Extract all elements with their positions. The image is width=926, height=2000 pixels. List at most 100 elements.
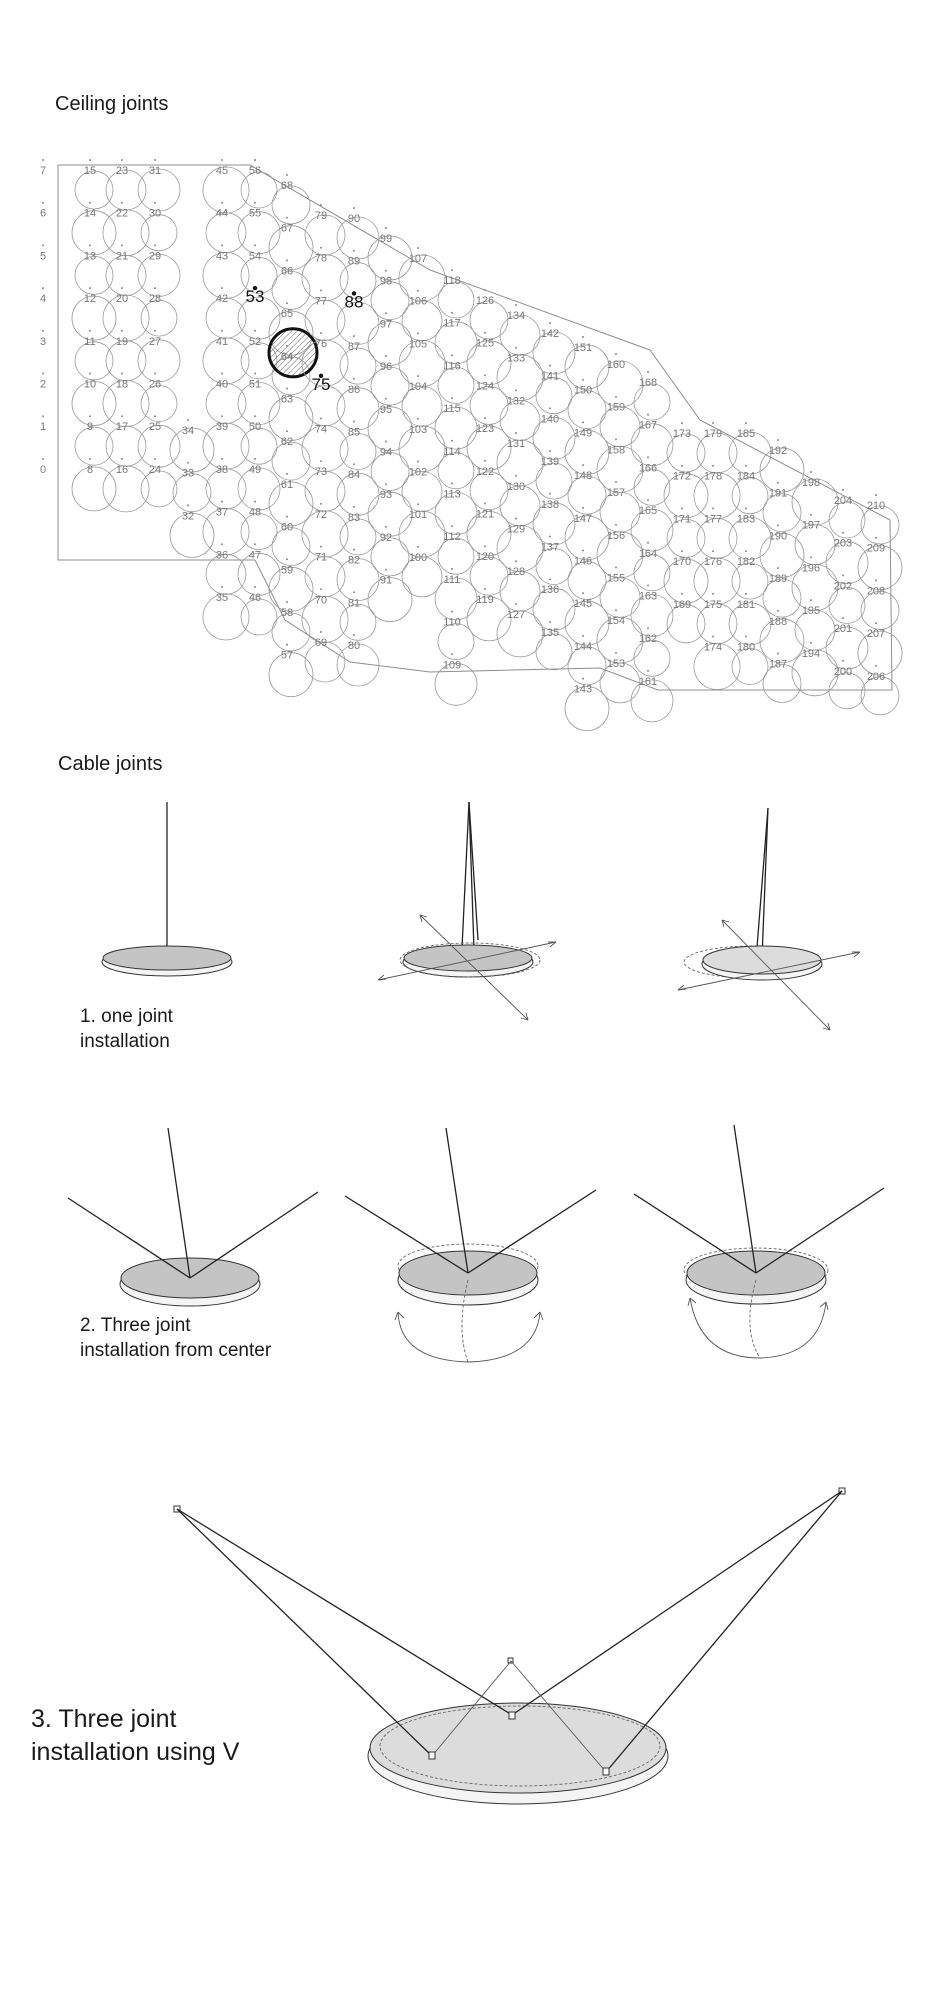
joint-label-73[interactable]: 73 — [315, 466, 327, 478]
joint-label-104[interactable]: 104 — [409, 381, 427, 393]
joint-label-122[interactable]: 122 — [476, 466, 494, 478]
joint-label-10[interactable]: 10 — [84, 379, 96, 391]
joint-label-113[interactable]: 113 — [443, 489, 461, 501]
joint-label-85[interactable]: 85 — [348, 427, 360, 439]
joint-label-69[interactable]: 69 — [315, 637, 327, 649]
joint-label-2[interactable]: 2 — [40, 379, 46, 391]
joint-label-9[interactable]: 9 — [87, 421, 93, 433]
joint-label-117[interactable]: 117 — [443, 318, 461, 330]
joint-label-57[interactable]: 57 — [281, 650, 293, 662]
joint-label-53[interactable]: 53 — [246, 287, 265, 306]
joint-label-119[interactable]: 119 — [476, 594, 494, 606]
joint-label-66[interactable]: 66 — [281, 265, 293, 277]
joint-label-40[interactable]: 40 — [216, 379, 228, 391]
joint-label-109[interactable]: 109 — [443, 659, 461, 671]
joint-label-150[interactable]: 150 — [574, 385, 592, 397]
joint-label-78[interactable]: 78 — [315, 253, 327, 265]
joint-label-168[interactable]: 168 — [639, 377, 657, 389]
joint-label-45[interactable]: 45 — [216, 165, 228, 177]
joint-label-31[interactable]: 31 — [149, 165, 161, 177]
joint-label-179[interactable]: 179 — [704, 428, 722, 440]
joint-label-39[interactable]: 39 — [216, 421, 228, 433]
joint-label-204[interactable]: 204 — [834, 495, 852, 507]
joint-label-18[interactable]: 18 — [116, 379, 128, 391]
joint-label-92[interactable]: 92 — [380, 532, 392, 544]
joint-label-188[interactable]: 188 — [769, 616, 787, 628]
joint-label-27[interactable]: 27 — [149, 336, 161, 348]
joint-label-5[interactable]: 5 — [40, 250, 46, 262]
joint-label-157[interactable]: 157 — [607, 487, 625, 499]
joint-label-11[interactable]: 11 — [84, 336, 95, 348]
joint-label-28[interactable]: 28 — [149, 293, 161, 305]
joint-label-102[interactable]: 102 — [409, 467, 427, 479]
joint-label-80[interactable]: 80 — [348, 640, 360, 652]
joint-label-194[interactable]: 194 — [802, 648, 820, 660]
joint-label-156[interactable]: 156 — [607, 530, 625, 542]
joint-label-187[interactable]: 187 — [769, 659, 787, 671]
joint-label-55[interactable]: 55 — [249, 208, 261, 220]
joint-label-164[interactable]: 164 — [639, 548, 657, 560]
joint-label-21[interactable]: 21 — [116, 250, 128, 262]
joint-label-132[interactable]: 132 — [507, 395, 525, 407]
joint-label-63[interactable]: 63 — [281, 394, 293, 406]
joint-label-103[interactable]: 103 — [409, 424, 427, 436]
joint-label-182[interactable]: 182 — [737, 556, 755, 568]
joint-label-127[interactable]: 127 — [507, 609, 525, 621]
joint-label-56[interactable]: 56 — [249, 165, 261, 177]
joint-label-15[interactable]: 15 — [84, 165, 96, 177]
joint-label-121[interactable]: 121 — [476, 509, 494, 521]
joint-label-61[interactable]: 61 — [281, 479, 293, 491]
joint-label-148[interactable]: 148 — [574, 470, 592, 482]
joint-label-76[interactable]: 76 — [315, 338, 327, 350]
joint-label-125[interactable]: 125 — [476, 338, 494, 350]
joint-label-84[interactable]: 84 — [348, 469, 360, 481]
joint-label-50[interactable]: 50 — [249, 421, 261, 433]
joint-label-200[interactable]: 200 — [834, 666, 852, 678]
joint-label-98[interactable]: 98 — [380, 276, 392, 288]
joint-label-111[interactable]: 111 — [444, 574, 461, 586]
joint-label-195[interactable]: 195 — [802, 605, 820, 617]
joint-label-37[interactable]: 37 — [216, 507, 228, 519]
joint-label-90[interactable]: 90 — [348, 213, 360, 225]
joint-label-169[interactable]: 169 — [673, 599, 691, 611]
joint-label-67[interactable]: 67 — [281, 223, 293, 235]
joint-label-136[interactable]: 136 — [541, 584, 559, 596]
joint-label-146[interactable]: 146 — [574, 556, 592, 568]
joint-label-36[interactable]: 36 — [216, 549, 228, 561]
joint-label-71[interactable]: 71 — [315, 552, 327, 564]
joint-label-176[interactable]: 176 — [704, 556, 722, 568]
joint-label-151[interactable]: 151 — [574, 342, 592, 354]
joint-label-181[interactable]: 181 — [737, 599, 755, 611]
joint-label-24[interactable]: 24 — [149, 464, 161, 476]
joint-label-178[interactable]: 178 — [704, 471, 722, 483]
joint-label-34[interactable]: 34 — [182, 425, 194, 437]
joint-label-43[interactable]: 43 — [216, 250, 228, 262]
joint-label-143[interactable]: 143 — [574, 684, 592, 696]
joint-label-0[interactable]: 0 — [40, 464, 46, 476]
joint-label-177[interactable]: 177 — [704, 513, 722, 525]
joint-label-35[interactable]: 35 — [216, 592, 228, 604]
joint-label-208[interactable]: 208 — [867, 585, 885, 597]
joint-label-128[interactable]: 128 — [507, 566, 525, 578]
joint-label-149[interactable]: 149 — [574, 427, 592, 439]
joint-label-89[interactable]: 89 — [348, 256, 360, 268]
joint-label-130[interactable]: 130 — [507, 481, 525, 493]
joint-label-12[interactable]: 12 — [84, 293, 96, 305]
joint-label-115[interactable]: 115 — [443, 403, 461, 415]
joint-label-189[interactable]: 189 — [769, 573, 787, 585]
joint-label-58[interactable]: 58 — [281, 607, 293, 619]
joint-label-96[interactable]: 96 — [380, 361, 392, 373]
joint-label-25[interactable]: 25 — [149, 421, 161, 433]
joint-label-47[interactable]: 47 — [249, 549, 261, 561]
joint-label-33[interactable]: 33 — [182, 468, 194, 480]
joint-label-147[interactable]: 147 — [574, 513, 592, 525]
joint-label-60[interactable]: 60 — [281, 522, 293, 534]
joint-label-116[interactable]: 116 — [443, 360, 461, 372]
joint-label-206[interactable]: 206 — [867, 671, 885, 683]
joint-label-192[interactable]: 192 — [769, 445, 787, 457]
joint-label-153[interactable]: 153 — [607, 658, 625, 670]
joint-label-183[interactable]: 183 — [737, 513, 755, 525]
joint-label-106[interactable]: 106 — [409, 296, 427, 308]
joint-label-140[interactable]: 140 — [541, 413, 559, 425]
joint-label-133[interactable]: 133 — [507, 353, 525, 365]
